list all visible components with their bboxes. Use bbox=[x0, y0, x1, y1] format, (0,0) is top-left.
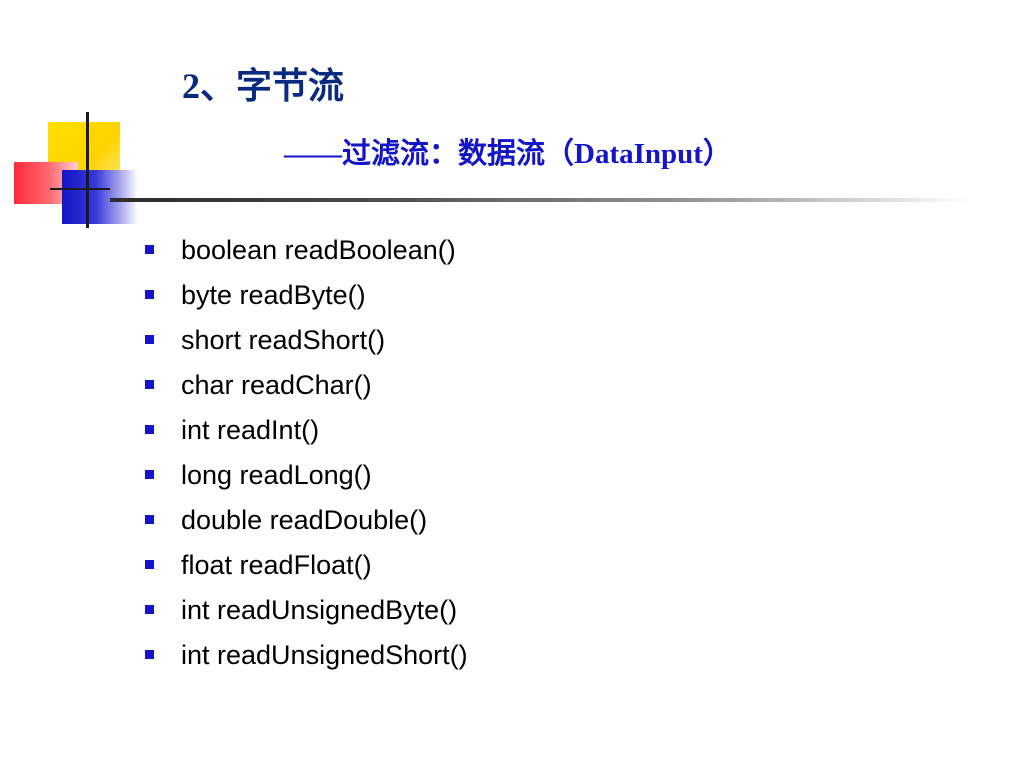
square-bullet-icon bbox=[145, 425, 154, 435]
title-divider-rule bbox=[110, 198, 970, 202]
slide-title: 2、字节流 bbox=[182, 66, 345, 106]
square-bullet-icon bbox=[145, 605, 154, 615]
square-bullet-icon bbox=[145, 380, 154, 390]
list-item: long readLong() bbox=[145, 453, 468, 498]
list-item-text: int readInt() bbox=[181, 415, 320, 445]
list-item: int readUnsignedShort() bbox=[145, 633, 468, 678]
square-bullet-icon bbox=[145, 560, 154, 570]
square-bullet-icon bbox=[145, 290, 154, 300]
list-item: short readShort() bbox=[145, 318, 468, 363]
list-item-text: int readUnsignedByte() bbox=[181, 595, 458, 625]
list-item: float readFloat() bbox=[145, 543, 468, 588]
list-item-text: double readDouble() bbox=[181, 505, 428, 535]
list-item-text: short readShort() bbox=[181, 325, 386, 355]
list-item-text: byte readByte() bbox=[181, 280, 366, 310]
square-bullet-icon bbox=[145, 335, 154, 345]
list-item: byte readByte() bbox=[145, 273, 468, 318]
list-item: int readInt() bbox=[145, 408, 468, 453]
list-item-text: float readFloat() bbox=[181, 550, 372, 580]
list-item-text: boolean readBoolean() bbox=[181, 235, 456, 265]
list-item: int readUnsignedByte() bbox=[145, 588, 468, 633]
list-item: double readDouble() bbox=[145, 498, 468, 543]
short-horizontal-line-decoration bbox=[50, 188, 110, 190]
square-bullet-icon bbox=[145, 650, 154, 660]
list-item-text: long readLong() bbox=[181, 460, 372, 490]
list-item-text: int readUnsignedShort() bbox=[181, 640, 468, 670]
list-item-text: char readChar() bbox=[181, 370, 372, 400]
method-list: boolean readBoolean() byte readByte() sh… bbox=[145, 228, 468, 678]
slide-subtitle: ——过滤流：数据流（DataInput） bbox=[284, 138, 732, 170]
vertical-line-decoration bbox=[86, 112, 89, 228]
list-item: char readChar() bbox=[145, 363, 468, 408]
square-bullet-icon bbox=[145, 515, 154, 525]
list-item: boolean readBoolean() bbox=[145, 228, 468, 273]
square-bullet-icon bbox=[145, 470, 154, 480]
blue-square-decoration bbox=[62, 170, 138, 224]
square-bullet-icon bbox=[145, 245, 154, 255]
